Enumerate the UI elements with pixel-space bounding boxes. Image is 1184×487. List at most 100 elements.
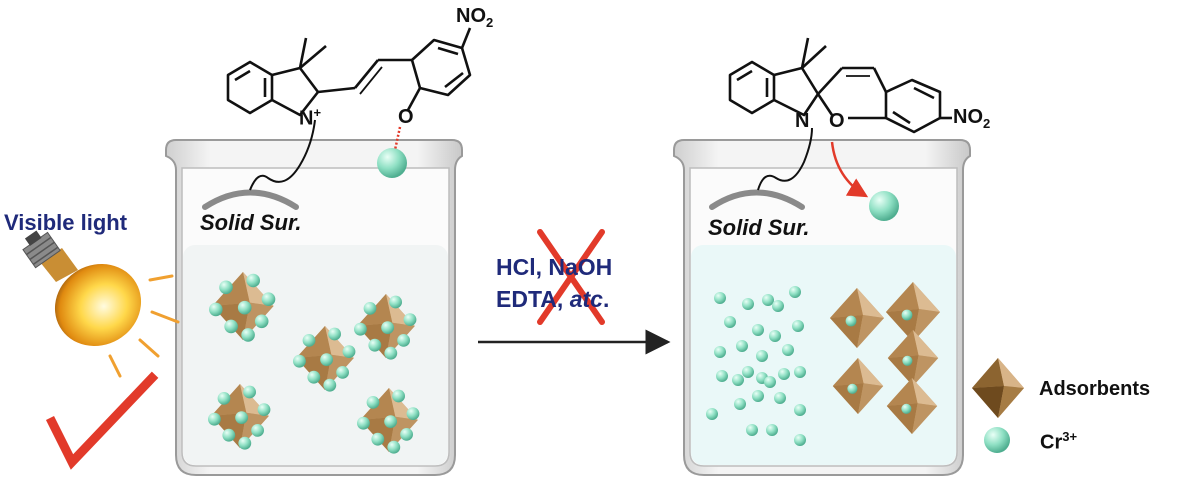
adsorbed-ion [406,407,420,420]
free-ion [752,324,764,336]
right-molecule [728,37,952,134]
adsorbed-ion [342,345,356,358]
free-ion [736,340,748,352]
adsorbed-ion [246,273,260,288]
loaded-adsorbent [357,388,420,454]
reagents-suffix: . [602,286,610,312]
free-ion [716,370,728,382]
free-ion [742,298,754,310]
reagents-line-1: HCl, NaOH [496,254,613,280]
free-ion [756,350,768,362]
light-rays [108,274,180,378]
adsorbed-ion [366,396,380,409]
free-ion [792,320,804,332]
adsorbed-ion [403,313,417,326]
left-crystal-group [208,272,420,454]
legend-ion-symbol: Cr [1040,431,1063,454]
right-surface-label: Solid Sur. [708,215,810,240]
right-atom-n: N [795,110,810,132]
check-mark-icon [45,371,159,470]
adsorbed-ion [397,334,410,347]
free-ion [724,316,736,328]
adsorbed-ion [238,436,252,450]
loaded-adsorbent [354,294,417,360]
adsorbed-ion [354,322,367,336]
loaded-adsorbent [208,384,271,450]
left-nitro-sub: 2 [486,15,494,30]
adsorbed-ion [323,378,337,392]
adsorbed-ion [222,428,236,442]
left-atom-n: N+ [299,106,321,129]
reagents-prefix: EDTA, [496,286,570,312]
clean-adsorbent [887,330,939,386]
adsorbed-ion [208,412,221,426]
clean-adsorbent [886,378,938,434]
loaded-adsorbent [209,272,276,342]
left-linker [249,119,316,191]
adsorbed-ion [243,385,256,399]
right-water [691,245,956,465]
bulb-base [22,230,61,269]
adsorbed-ion [371,432,385,446]
adsorbed-ion [845,315,857,327]
adsorbed-ion [320,353,333,366]
adsorbed-ion [336,366,349,379]
adsorbed-ion [387,440,401,454]
left-molecule [226,27,472,117]
adsorbed-ion [368,338,382,352]
adsorbed-ion [251,424,264,437]
adsorbed-ion [235,411,248,424]
reagents-line-2: EDTA, atc. [496,288,609,311]
left-bound-ion [377,148,407,178]
left-solid-surface [202,189,299,210]
free-ion [706,408,718,420]
right-crystal-group [830,282,940,434]
legend-adsorbent-icon [972,358,1024,418]
reagents-italic: atc [569,286,603,312]
right-nitro-text: NO [953,106,983,128]
left-nitro-text: NO [456,5,486,27]
adsorbed-ion [224,319,238,334]
legend-adsorbents-label: Adsorbents [1039,378,1151,400]
free-ion [714,346,726,358]
legend-ion-icon [984,427,1010,453]
left-surface-label: Solid Sur. [200,210,302,235]
left-nitro-label: NO2 [456,6,493,29]
free-ion [794,434,806,446]
adsorbed-ion [217,392,231,405]
adsorbed-ion [901,403,912,414]
adsorbed-ion [254,314,269,329]
legend-ion-label: Cr3+ [1040,430,1077,453]
adsorbed-ion [847,383,858,394]
free-ion [762,294,774,306]
clean-adsorbent [830,288,884,348]
free-ion [772,300,784,312]
adsorbed-ion [261,292,276,306]
free-ion [766,424,778,436]
free-ion [774,392,786,404]
left-atom-o: O [398,106,414,128]
free-ion [752,390,764,402]
adsorbed-ion [902,355,913,366]
adsorbed-ion [219,280,233,295]
adsorbed-ion [307,370,321,384]
free-ion [714,292,726,304]
loaded-adsorbent [293,326,356,392]
free-ion [782,344,794,356]
right-nitro-label: NO2 [953,107,990,130]
free-ion [742,366,754,378]
adsorbed-ion [384,415,397,428]
light-bulb-icon [22,230,180,378]
free-ion [789,286,801,298]
adsorbed-ion [357,416,370,430]
right-solid-surface [709,189,805,210]
adsorbed-ion [328,327,341,341]
free-ion [769,330,781,342]
adsorbed-ion [241,328,255,342]
right-nitro-sub: 2 [983,116,991,131]
adsorbed-ion [237,300,252,315]
adsorbed-ion [392,389,405,403]
visible-light-label: Visible light [4,210,128,235]
right-linker [757,127,813,191]
